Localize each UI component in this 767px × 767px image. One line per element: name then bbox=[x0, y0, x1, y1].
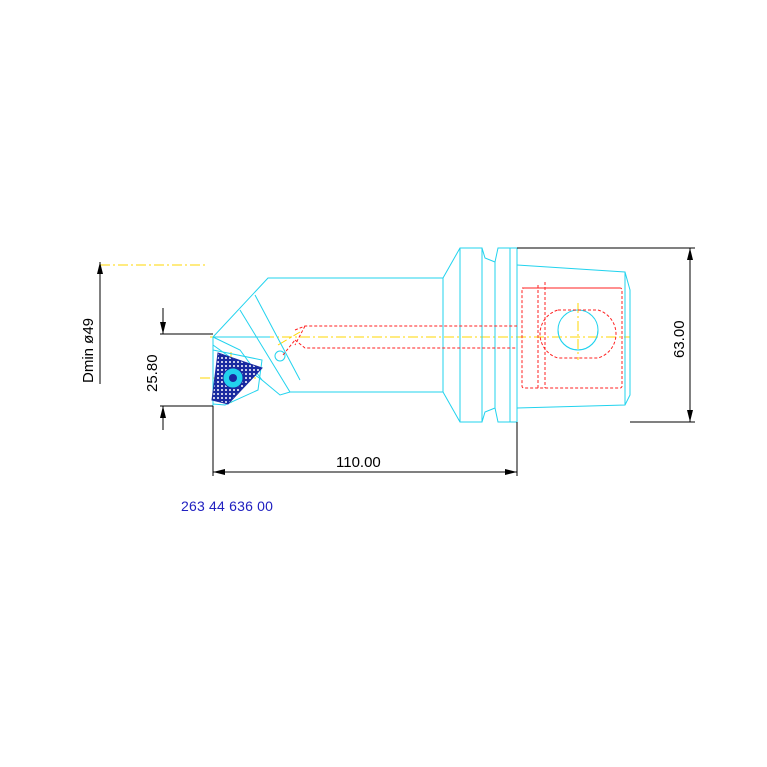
hidden-lines bbox=[282, 282, 623, 390]
clamp-screw-icon bbox=[274, 350, 286, 362]
triangular-insert-icon bbox=[211, 352, 263, 405]
length-label: 110.00 bbox=[336, 454, 381, 471]
flange-diameter-label: 63.00 bbox=[671, 320, 688, 358]
dimension-offset: 25.80 bbox=[144, 308, 213, 430]
dimension-length: 110.00 bbox=[212, 406, 518, 476]
part-number: 263 44 636 00 bbox=[181, 498, 274, 514]
dimension-min-bore: Dmin ø49 bbox=[80, 262, 103, 384]
offset-label: 25.80 bbox=[144, 354, 161, 392]
min-bore-label: Dmin ø49 bbox=[80, 318, 97, 383]
dimension-flange-diameter: 63.00 bbox=[517, 247, 695, 423]
tool-holder-outline bbox=[212, 247, 631, 423]
